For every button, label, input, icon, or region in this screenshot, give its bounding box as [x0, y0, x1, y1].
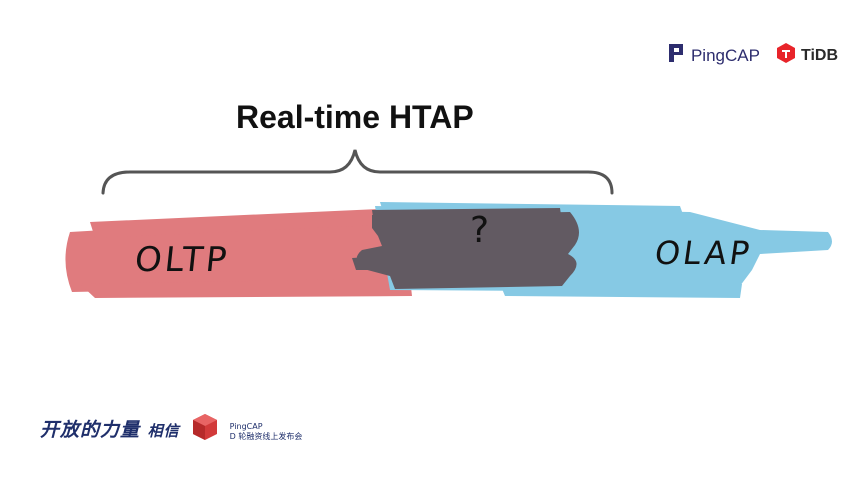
footer-cube-icon — [190, 412, 220, 442]
tidb-logo-icon — [776, 42, 796, 69]
pingcap-logo-text: PingCAP — [690, 45, 760, 65]
footer-branding: 开放的力量 相信 PingCAP D 轮融资线上发布会 — [40, 412, 302, 442]
overlap-question-mark: ? — [470, 210, 493, 251]
slide-title: Real-time HTAP — [236, 99, 474, 135]
footer-slogan-emphasis: 相信 — [147, 422, 180, 440]
oltp-label: OLTP — [132, 240, 232, 280]
footer-slogan-main: 开放的力量 — [40, 419, 141, 441]
footer-event: D 轮融资线上发布会 — [229, 432, 303, 441]
pingcap-logo-icon — [666, 42, 686, 69]
overlap-region — [352, 208, 579, 289]
header-logos: PingCAP TiDB — [666, 42, 838, 69]
tidb-logo-text: TiDB — [800, 46, 838, 64]
olap-label: OLAP — [652, 234, 755, 272]
htap-brace — [101, 149, 614, 195]
oltp-band — [65, 208, 421, 298]
footer-slogan: 开放的力量 相信 — [40, 415, 180, 442]
footer-event-info: PingCAP D 轮融资线上发布会 — [230, 422, 303, 442]
footer-org: PingCAP — [229, 422, 263, 431]
tidb-logo: TiDB — [776, 42, 838, 69]
pingcap-logo: PingCAP — [666, 42, 760, 69]
